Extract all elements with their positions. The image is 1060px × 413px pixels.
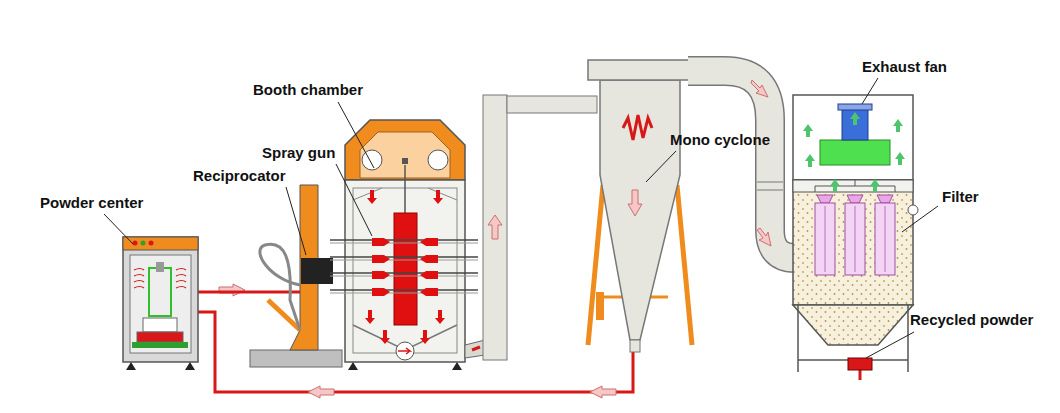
riser-duct: [483, 95, 597, 360]
part-label: Recycled powder: [910, 311, 1033, 328]
filter-unit: [793, 95, 918, 372]
air-arrows: [803, 112, 905, 192]
booth-chamber: [345, 120, 485, 370]
supply-pipe: [198, 291, 300, 294]
reciprocator-unit: [250, 185, 342, 367]
part-label: Spray gun: [262, 144, 335, 161]
mono-cyclone: [588, 60, 692, 352]
part-label: Powder center: [40, 194, 143, 211]
recycle-outlet: [859, 370, 862, 380]
part-label: Mono cyclone: [670, 131, 770, 148]
part-label: Booth chamber: [253, 81, 363, 98]
part-label: Filter: [942, 188, 979, 205]
part-label: Reciprocator: [193, 167, 286, 184]
filter-cartridges: [815, 195, 895, 275]
exhaust-duct: [688, 71, 795, 258]
part-label: Exhaust fan: [862, 58, 947, 75]
spray-gun-rods: [330, 190, 478, 344]
powder-center-cabinet: [123, 237, 198, 370]
leader-lines: [104, 78, 938, 358]
